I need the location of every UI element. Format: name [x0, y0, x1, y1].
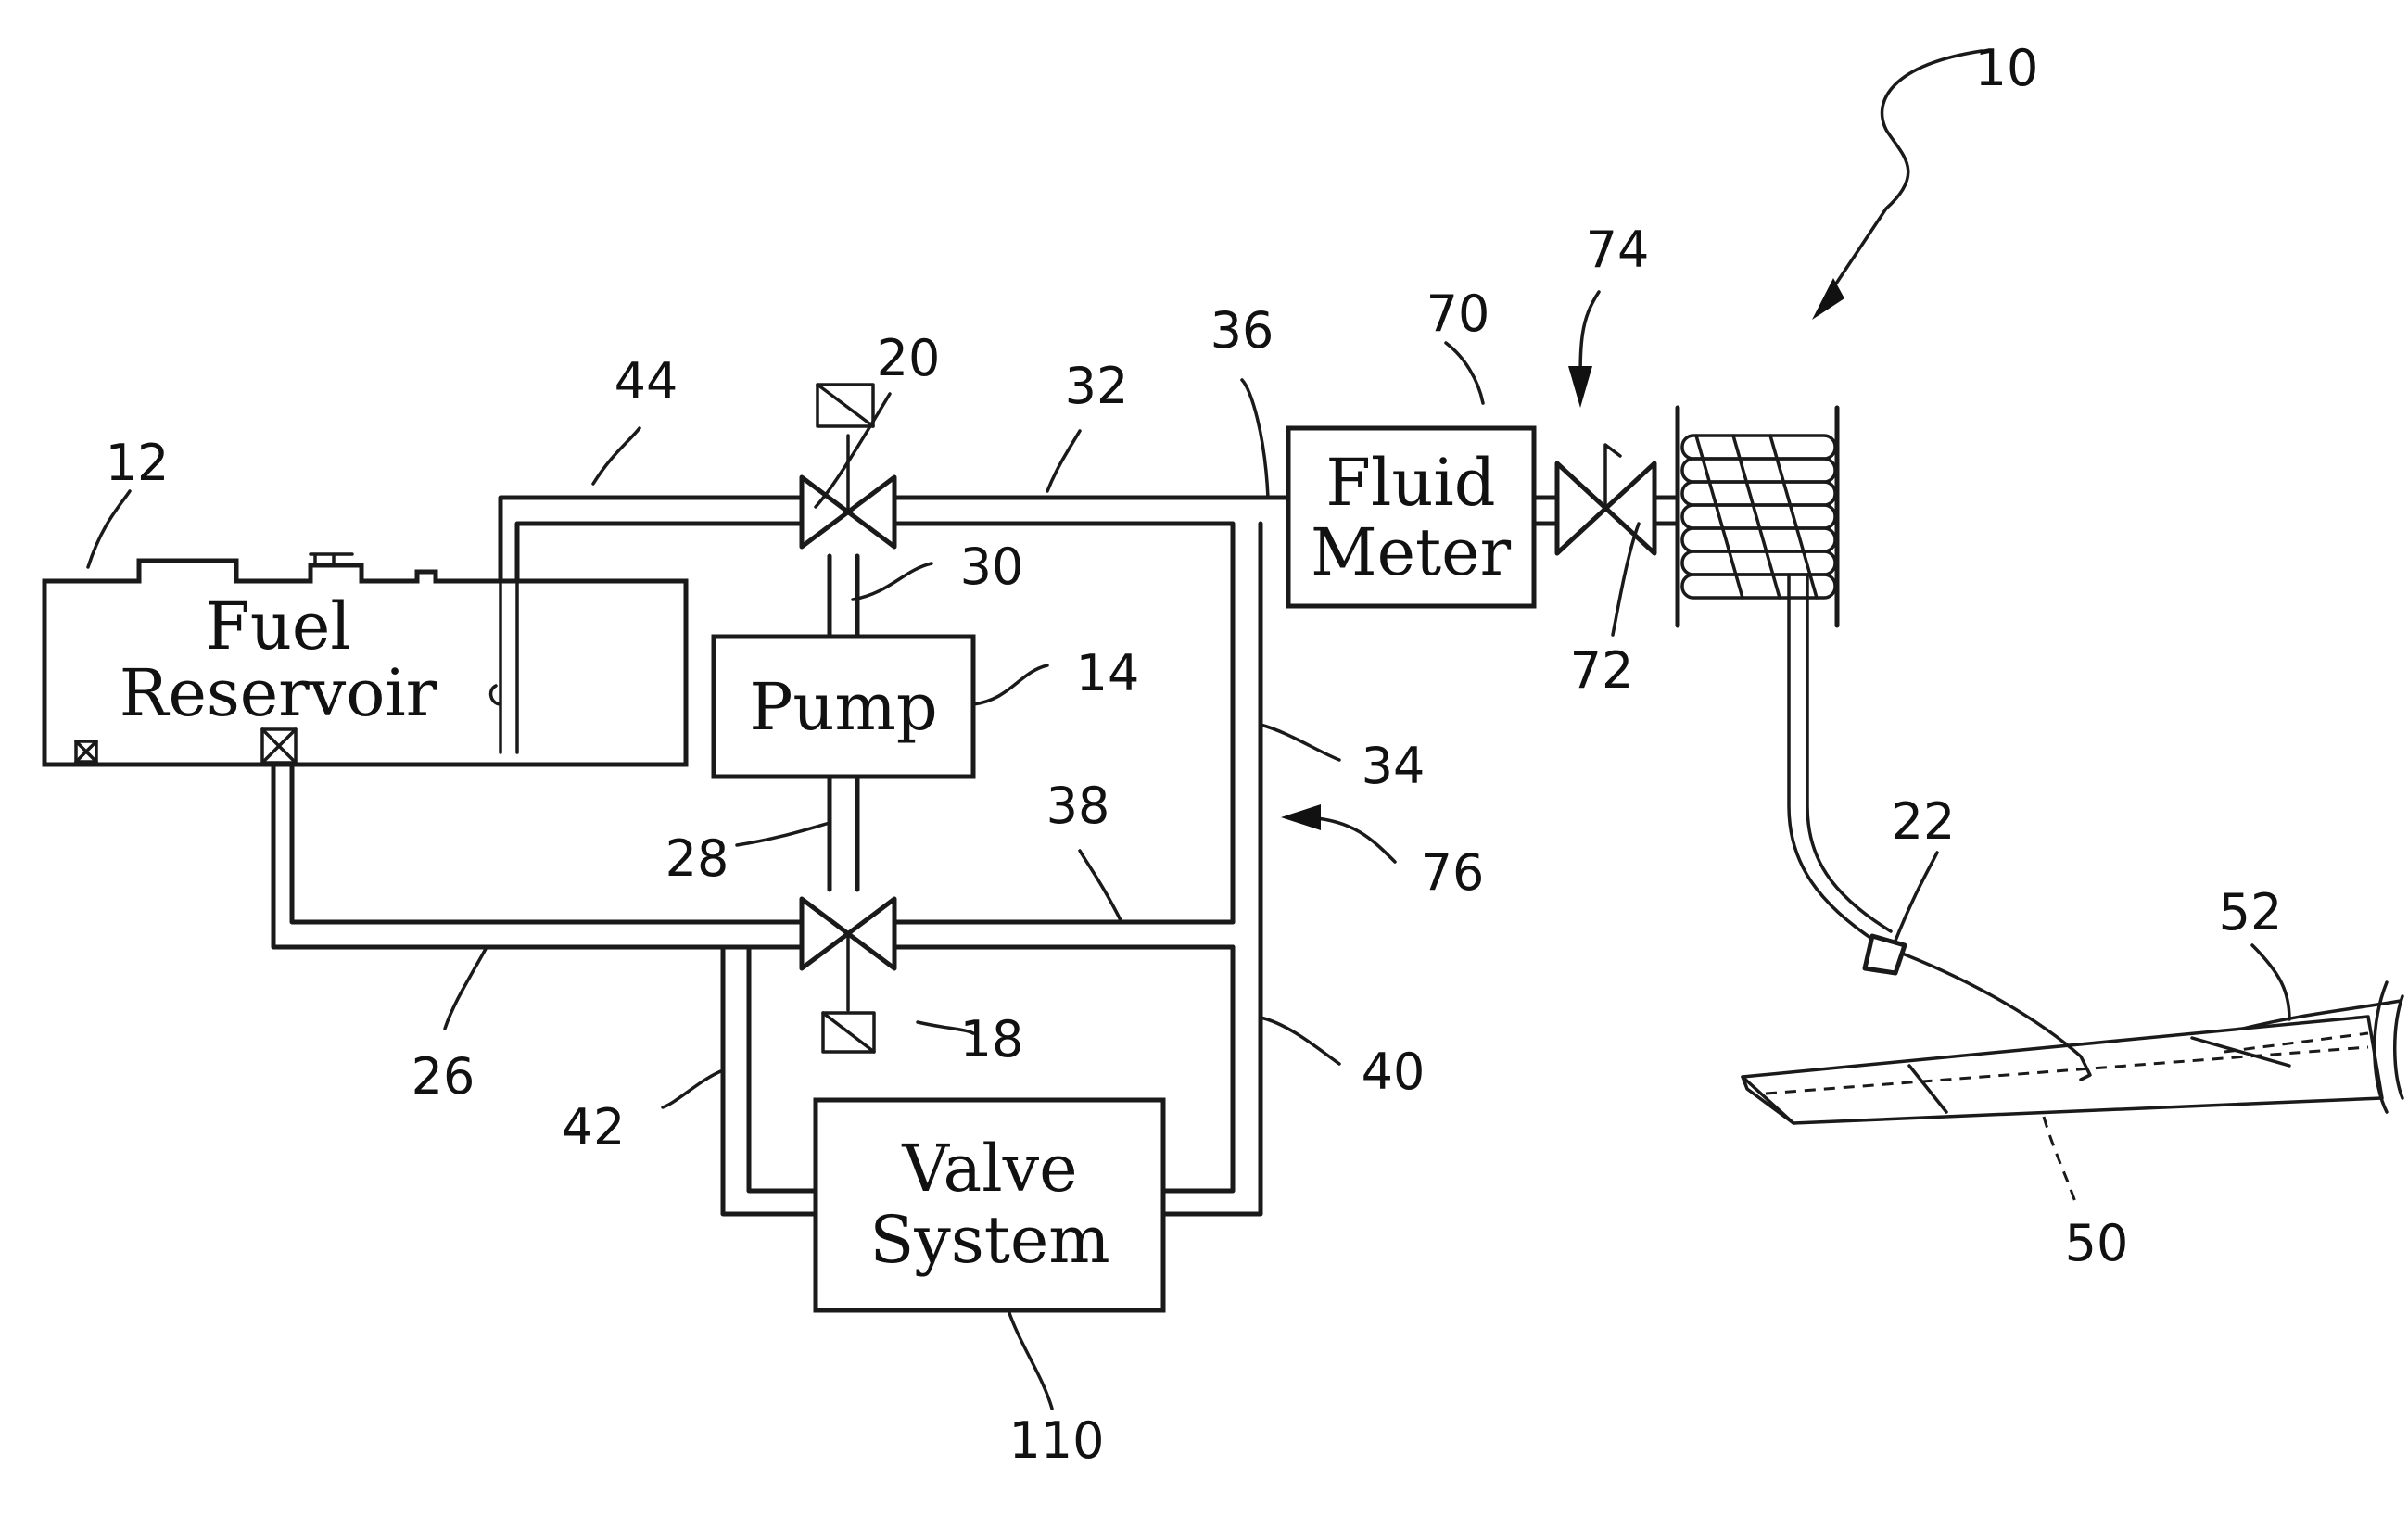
pipe-30 — [830, 556, 857, 637]
ref-110: 110 — [1008, 1411, 1104, 1470]
pipe-40 — [1163, 947, 1233, 1191]
ref-76: 76 — [1421, 843, 1485, 902]
ref-52: 52 — [2219, 883, 2283, 942]
valve-system-label-line1: Valve — [901, 1131, 1077, 1207]
arrow-10 — [1821, 51, 1982, 306]
ref-28: 28 — [665, 829, 729, 888]
wing — [1743, 982, 2402, 1123]
reel-coils — [1682, 436, 1835, 598]
ref-20: 20 — [877, 329, 941, 387]
fluid-meter: Fluid Meter — [1288, 428, 1534, 606]
pipe-34 — [1163, 498, 1288, 1214]
ref-42: 42 — [562, 1098, 626, 1157]
fuel-hose — [1789, 575, 1891, 945]
ref-40: 40 — [1362, 1043, 1426, 1101]
valve-system: Valve System — [816, 1100, 1163, 1310]
ref-22: 22 — [1892, 792, 1956, 851]
ref-26: 26 — [412, 1047, 475, 1106]
reservoir-label-line1: Fuel — [205, 588, 350, 664]
wing-internal-line — [1766, 1047, 2368, 1094]
pipe-38 — [894, 922, 1233, 947]
ref-50: 50 — [2065, 1214, 2129, 1272]
hose-reel — [1678, 408, 2090, 1080]
ref-30: 30 — [960, 537, 1024, 596]
pipe-42 — [723, 947, 816, 1214]
ref-12: 12 — [106, 434, 170, 492]
ref-70: 70 — [1426, 284, 1490, 343]
ref-14: 14 — [1076, 644, 1140, 702]
ref-18: 18 — [960, 1010, 1024, 1068]
ref-34: 34 — [1362, 737, 1426, 795]
fuel-reservoir: Fuel Reservoir — [44, 554, 686, 765]
ref-36: 36 — [1210, 301, 1274, 360]
valve-18 — [802, 899, 894, 1052]
ref-74: 74 — [1586, 221, 1650, 279]
valve-system-label-line2: System — [869, 1202, 1109, 1278]
leader-lines — [88, 343, 2289, 1409]
fluid-meter-label-line1: Fluid — [1325, 445, 1495, 521]
pump: Pump — [714, 637, 973, 777]
ref-38: 38 — [1046, 777, 1110, 835]
fluid-meter-label-line2: Meter — [1311, 514, 1512, 590]
valve-72 — [1557, 445, 1654, 553]
ref-72: 72 — [1570, 641, 1634, 700]
ref-10: 10 — [1975, 39, 2039, 97]
ref-44: 44 — [615, 352, 678, 411]
nozzle-22 — [1865, 936, 1905, 973]
pipe-28 — [830, 777, 857, 890]
reservoir-label-line2: Reservoir — [120, 655, 437, 731]
pump-label: Pump — [749, 669, 937, 745]
ref-32: 32 — [1065, 357, 1129, 415]
